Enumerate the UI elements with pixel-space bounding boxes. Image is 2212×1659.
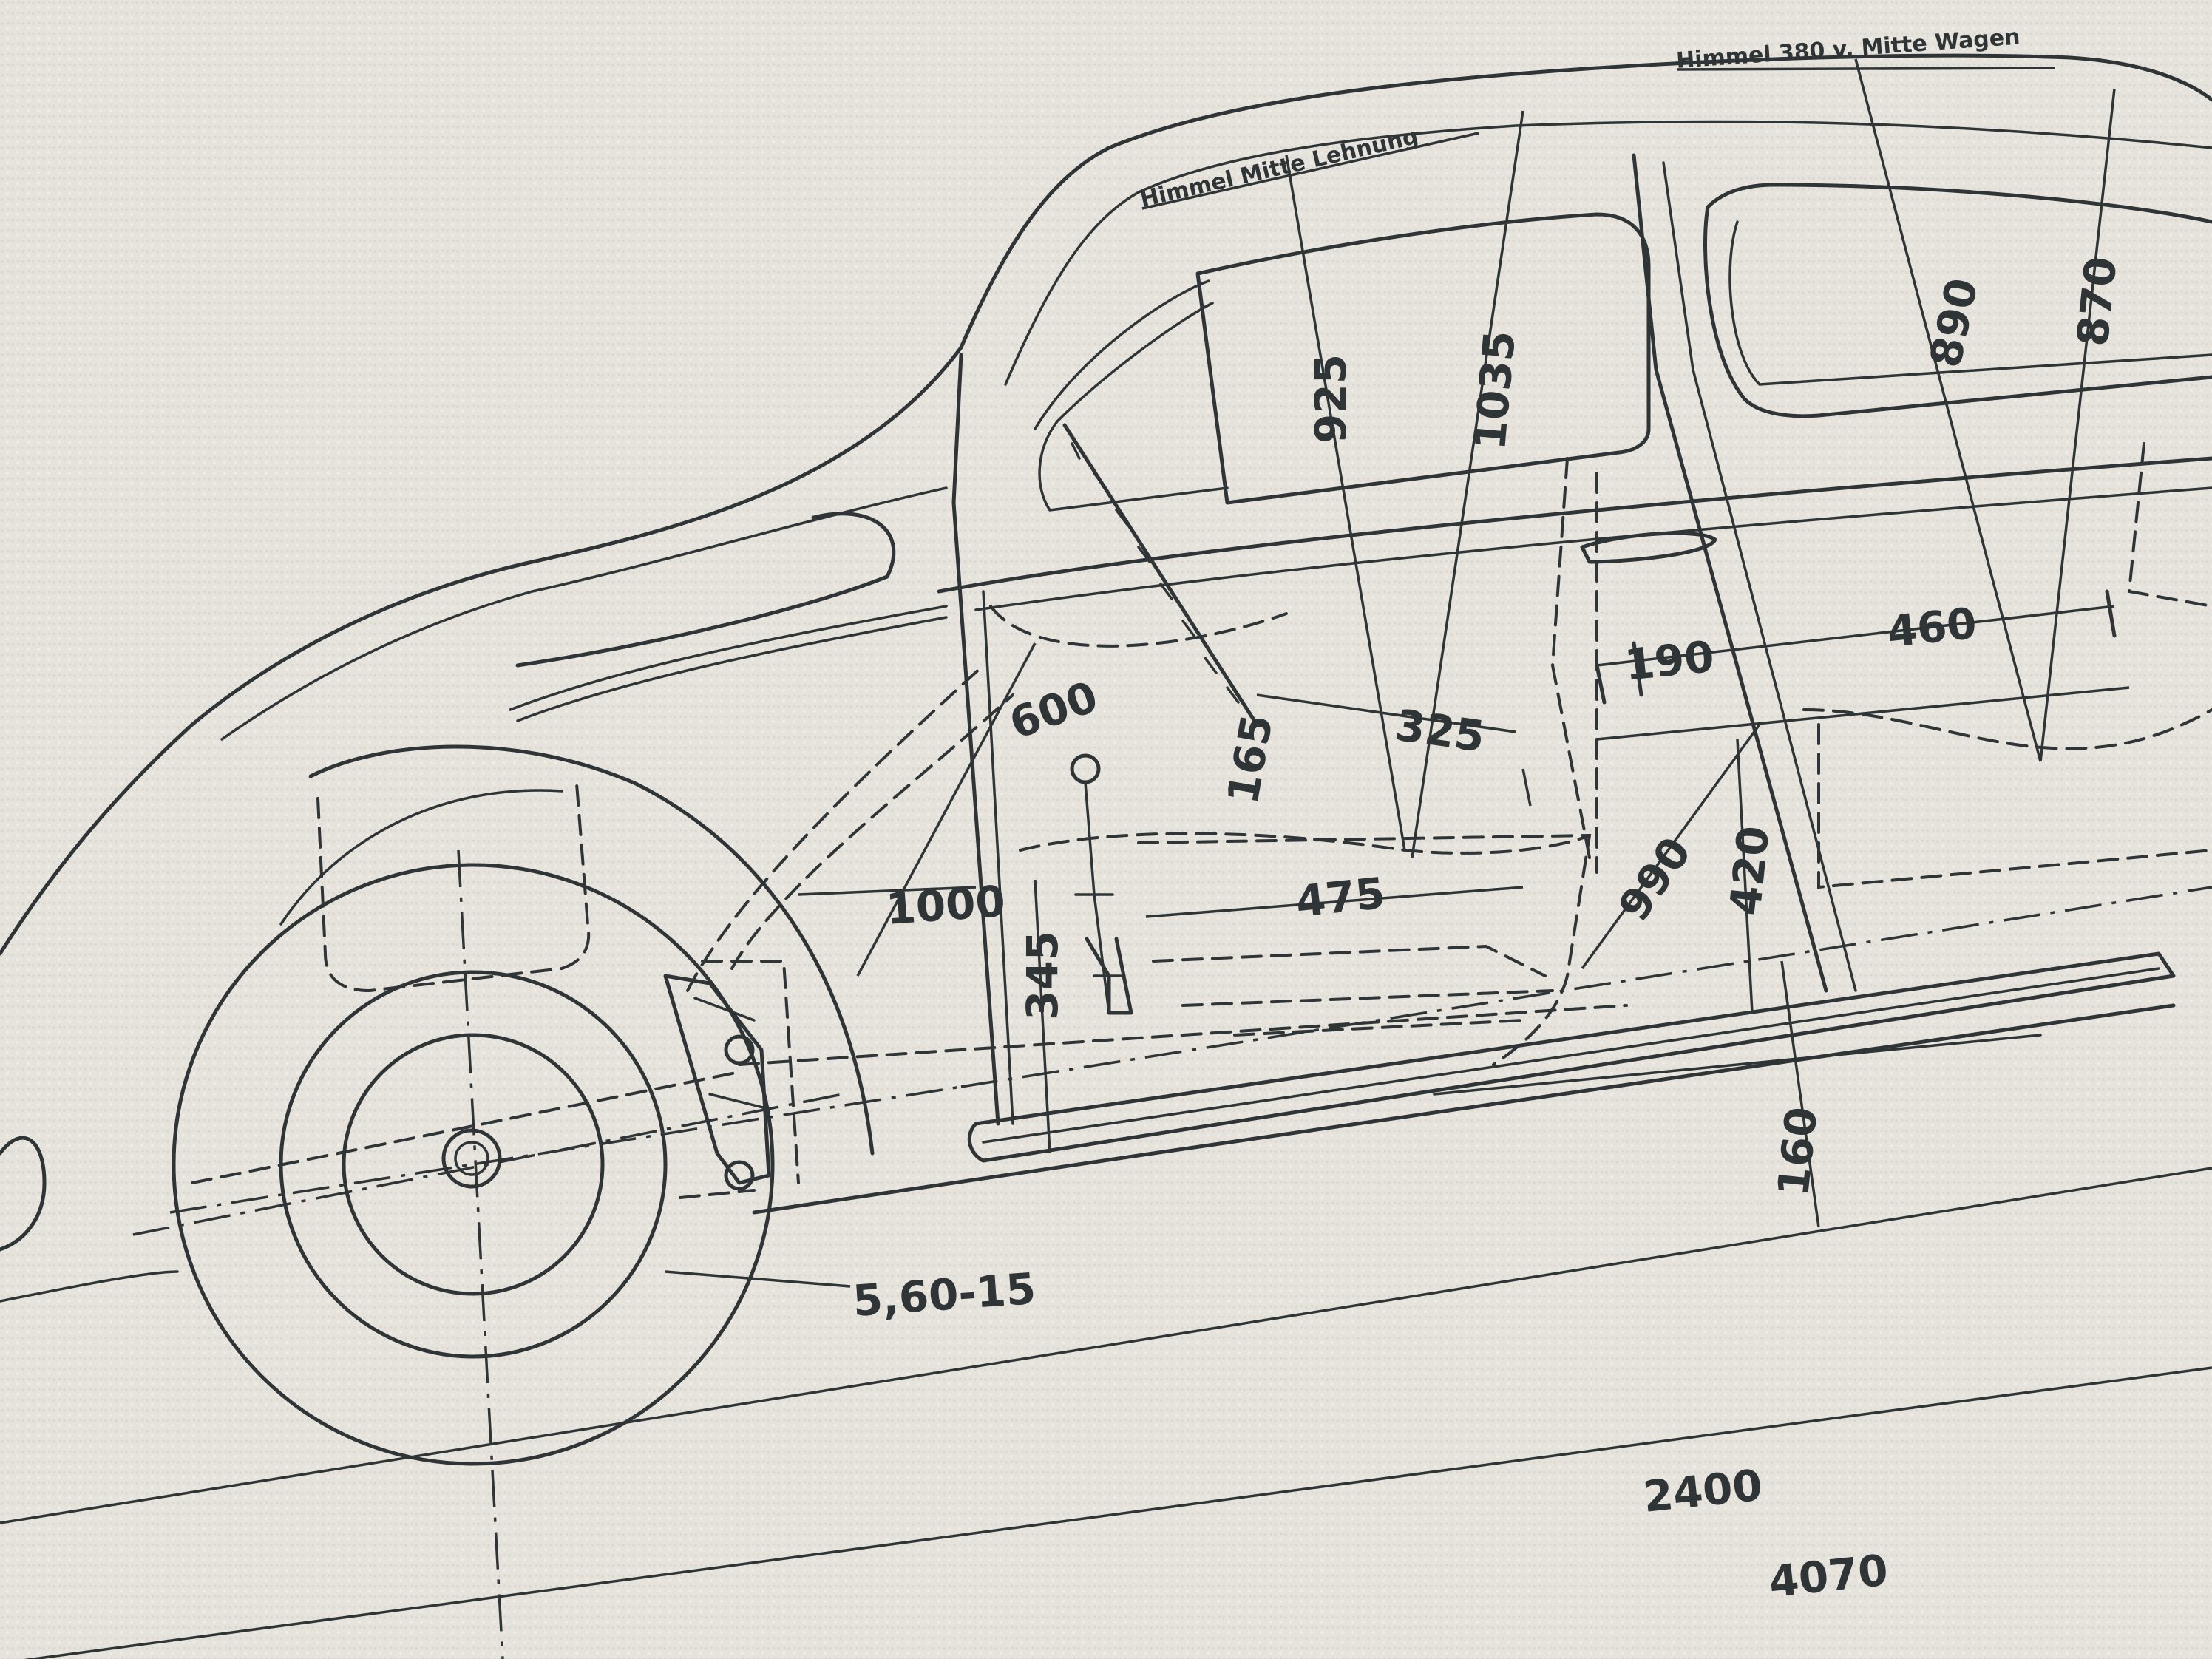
dim-475: 475 xyxy=(1293,868,1388,927)
steering-and-seat xyxy=(1062,423,1259,1015)
front-suspension xyxy=(663,974,771,1191)
dimension-lines xyxy=(0,58,2212,1659)
dim-1035: 1035 xyxy=(1465,328,1525,452)
overall-length-label: 4070 xyxy=(1766,1544,1890,1607)
dim-160: 160 xyxy=(1768,1105,1827,1199)
dim-190: 190 xyxy=(1622,631,1717,691)
car-body-outline xyxy=(0,53,2212,1303)
dim-460: 460 xyxy=(1884,598,1979,657)
dim-325: 325 xyxy=(1392,700,1487,762)
dim-870: 870 xyxy=(2067,254,2126,349)
front-wheel xyxy=(132,849,844,1659)
dim-1000: 1000 xyxy=(884,876,1007,934)
dim-420: 420 xyxy=(1720,824,1779,918)
dim-925: 925 xyxy=(1306,354,1356,444)
wheelbase-label: 2400 xyxy=(1641,1459,1765,1522)
dim-345: 345 xyxy=(1017,931,1068,1020)
